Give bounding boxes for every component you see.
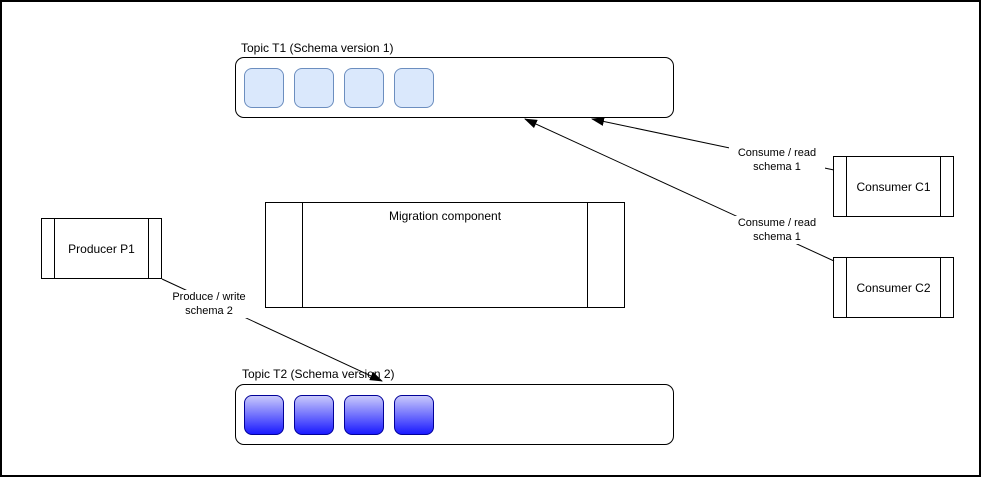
- message-square: [344, 394, 384, 435]
- migration-component-box: Migration component: [265, 202, 625, 308]
- consume-c2-arrow-label: Consume / read schema 1: [729, 216, 825, 244]
- producer-p1-label: Producer P1: [68, 241, 135, 256]
- message-square: [244, 394, 284, 435]
- topic-t1-container: [235, 57, 674, 118]
- consumer-c1-label: Consumer C1: [856, 179, 931, 194]
- produce-p1-arrow-label: Produce / write schema 2: [161, 290, 257, 318]
- topic-t1-messages: [244, 67, 434, 108]
- producer-p1-box: Producer P1: [41, 218, 162, 279]
- message-square: [344, 67, 384, 108]
- consumer-c1-box: Consumer C1: [833, 156, 954, 217]
- message-square: [394, 67, 434, 108]
- consumer-c2-box: Consumer C2: [833, 257, 954, 318]
- topic-t2-messages: [244, 394, 434, 435]
- consumer-c2-label: Consumer C2: [856, 280, 931, 295]
- topic-t1-title: Topic T1 (Schema version 1): [241, 41, 394, 55]
- message-square: [244, 67, 284, 108]
- migration-component-label: Migration component: [388, 209, 502, 223]
- consume-c1-arrow-label: Consume / read schema 1: [729, 146, 825, 174]
- message-square: [294, 67, 334, 108]
- message-square: [394, 394, 434, 435]
- topic-t2-container: [235, 384, 674, 445]
- topic-t2-title: Topic T2 (Schema version 2): [242, 367, 395, 381]
- message-square: [294, 394, 334, 435]
